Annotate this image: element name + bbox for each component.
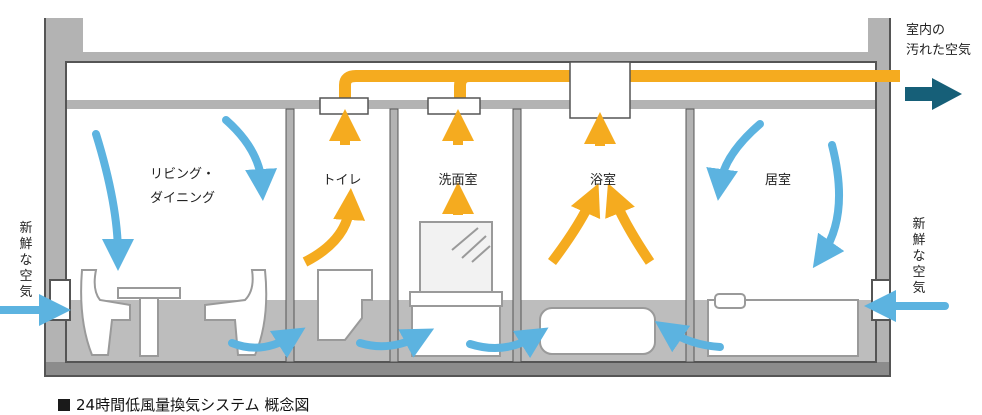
bathroom-curve-right bbox=[605, 183, 655, 265]
svg-text:室内の: 室内の bbox=[906, 22, 945, 38]
svg-text:な: な bbox=[19, 253, 32, 268]
chair-left bbox=[80, 269, 131, 356]
partitions bbox=[285, 108, 695, 363]
right-inlet-vent bbox=[871, 279, 891, 321]
toilet-curve-arrow bbox=[302, 188, 366, 267]
caption-text: 24時間低風量換気システム 概念図 bbox=[76, 396, 310, 414]
toilet-fixture bbox=[317, 269, 373, 341]
floor-slab bbox=[45, 362, 890, 376]
svg-text:な: な bbox=[912, 249, 925, 264]
bedroom-label: 居室 bbox=[765, 172, 791, 188]
partition-3 bbox=[512, 108, 522, 363]
svg-text:鮮: 鮮 bbox=[19, 237, 32, 252]
bed bbox=[707, 299, 859, 357]
living-label-line2: ダイニング bbox=[150, 191, 215, 206]
svg-text:新: 新 bbox=[19, 220, 32, 236]
outlet-arrow bbox=[905, 78, 962, 110]
pillow bbox=[714, 293, 746, 309]
chair-right bbox=[204, 269, 268, 356]
dining-table-top bbox=[117, 287, 181, 299]
partition-2 bbox=[389, 108, 399, 363]
fresh-air-label-left: 新 鮮 な 空 気 bbox=[19, 220, 32, 300]
exhaust-duct bbox=[319, 61, 900, 119]
living-curve-left bbox=[92, 130, 134, 271]
partition-4 bbox=[685, 108, 695, 363]
fresh-air-arrows bbox=[0, 116, 949, 359]
washroom-label: 洗面室 bbox=[438, 172, 477, 188]
svg-text:気: 気 bbox=[912, 280, 925, 296]
wash-counter bbox=[409, 291, 503, 307]
svg-text:気: 気 bbox=[19, 284, 32, 300]
bedroom-curve-right bbox=[812, 141, 845, 269]
svg-text:新: 新 bbox=[912, 216, 925, 232]
diagram-caption: 24時間低風量換気システム 概念図 bbox=[58, 394, 309, 415]
exhaust-grille-toilet bbox=[319, 97, 369, 115]
bathroom-label: 浴室 bbox=[590, 172, 616, 188]
partition-1 bbox=[285, 108, 295, 363]
exhaust-label: 室内の 汚れた空気 bbox=[906, 22, 971, 58]
transfer-arrow-2 bbox=[356, 328, 435, 358]
ventilation-fan-unit bbox=[569, 61, 631, 119]
bathroom-curve-left bbox=[548, 183, 601, 266]
svg-text:空: 空 bbox=[19, 269, 32, 284]
transfer-arrow-4 bbox=[654, 320, 724, 353]
dining-table-leg bbox=[139, 297, 159, 357]
fresh-air-label-right: 新 鮮 な 空 気 bbox=[912, 216, 925, 296]
ceiling-slab bbox=[45, 52, 890, 62]
exhaust-grille-washroom bbox=[427, 97, 481, 115]
svg-text:鮮: 鮮 bbox=[912, 233, 925, 248]
mirror bbox=[419, 221, 493, 293]
transfer-arrow-1 bbox=[228, 327, 306, 359]
bedroom-curve-left bbox=[706, 120, 764, 201]
svg-text:空: 空 bbox=[912, 265, 925, 280]
living-label-line1: リビング・ bbox=[150, 167, 215, 182]
square-bullet-icon bbox=[58, 399, 70, 411]
room-labels: リビング・ ダイニング トイレ 洗面室 浴室 居室 bbox=[150, 167, 791, 206]
exhaust-arrows bbox=[302, 109, 655, 267]
toilet-label: トイレ bbox=[322, 173, 361, 188]
transfer-arrow-3 bbox=[466, 327, 549, 359]
living-curve-right bbox=[222, 116, 278, 201]
svg-text:汚れた空気: 汚れた空気 bbox=[906, 42, 971, 58]
bathtub bbox=[539, 307, 656, 355]
